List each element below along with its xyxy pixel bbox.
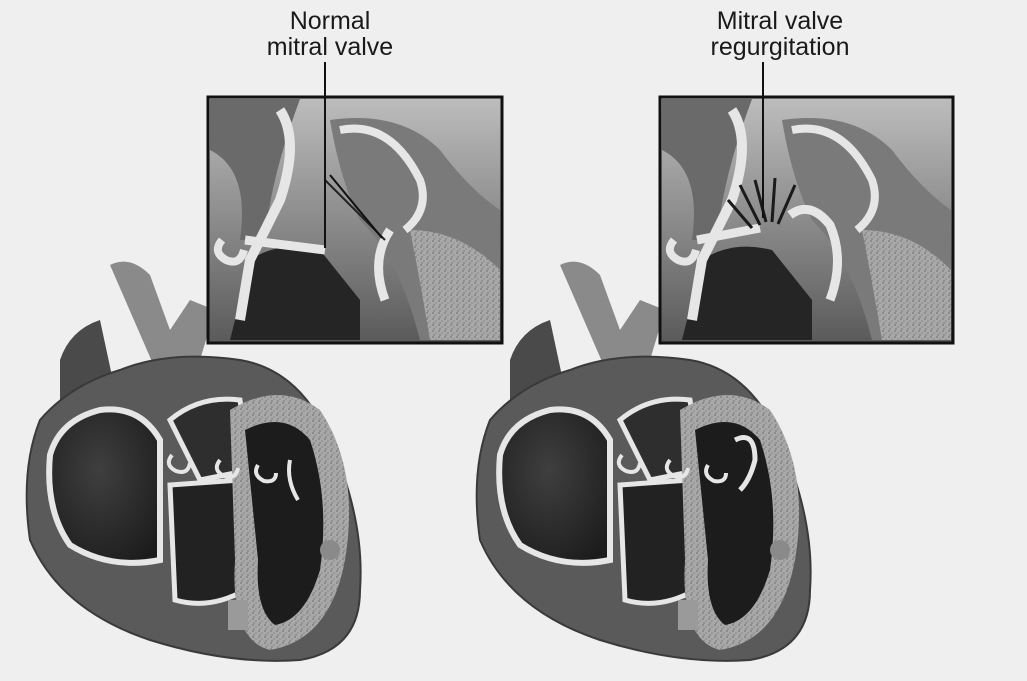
normal-label-line2: mitral valve bbox=[230, 34, 430, 60]
regurgitation-valve-inset bbox=[660, 97, 953, 343]
normal-valve-inset bbox=[208, 97, 502, 343]
normal-label-line1: Normal bbox=[230, 8, 430, 34]
regurgitation-label-line2: regurgitation bbox=[665, 34, 895, 60]
regurgitation-label-line1: Mitral valve bbox=[665, 8, 895, 34]
mitral-valve-regurgitation-label: Mitral valve regurgitation bbox=[665, 8, 895, 60]
normal-mitral-valve-label: Normal mitral valve bbox=[230, 8, 430, 60]
